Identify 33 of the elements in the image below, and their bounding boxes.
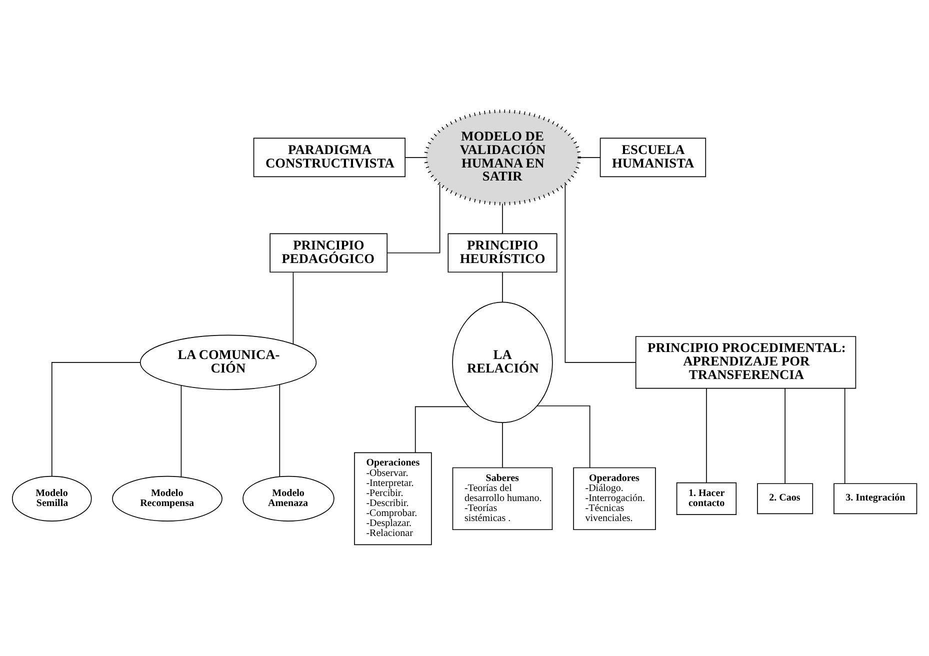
node-box: 2. Caos — [757, 483, 814, 514]
connector — [564, 184, 636, 363]
node-box: ESCUELA HUMANISTA — [600, 138, 706, 178]
connector — [502, 272, 503, 303]
connector — [292, 272, 294, 344]
node-ellipse: MODELO DE VALIDACIÓN HUMANA EN SATIR — [424, 110, 581, 206]
connector — [414, 406, 469, 454]
node-box: PRINCIPIO HEURÍSTICO — [448, 233, 558, 273]
node-box: Saberes -Teorías del desarrollo humano. -Teorías sistémicas . — [452, 467, 553, 530]
node-box: PRINCIPIO PROCEDIMENTAL: APRENDIZAJE POR TRANSFERENCIA — [635, 336, 856, 389]
connector — [502, 422, 503, 468]
connector — [784, 388, 786, 484]
connector — [536, 405, 590, 468]
node-ellipse: LA RELACIÓN — [452, 302, 553, 424]
node-ellipse: Modelo Semilla — [12, 476, 92, 522]
node-box: Operadores -Diálogo. -Interrogación. -Técnicas vivenciales. — [573, 467, 656, 530]
connector — [279, 384, 280, 477]
node-ellipse: Modelo Amenaza — [242, 476, 334, 522]
node-box: PRINCIPIO PEDAGÓGICO — [270, 233, 388, 273]
connector — [706, 388, 707, 484]
node-box: PARADIGMA CONSTRUCTIVISTA — [253, 138, 406, 178]
node-ellipse: LA COMUNICA- CIÓN — [140, 334, 317, 390]
connector — [386, 184, 440, 254]
connector — [404, 157, 426, 158]
connector — [180, 385, 182, 478]
node-ellipse: Modelo Recompensa — [112, 476, 222, 522]
connector — [579, 157, 600, 158]
node-box: 3. Integración — [834, 483, 918, 514]
connector — [51, 362, 140, 477]
connector — [844, 388, 846, 484]
node-box: 1. Hacer contacto — [676, 482, 737, 515]
connector — [502, 203, 503, 234]
node-box: Operaciones -Observar. -Interpretar. -Percibir. -Describir. -Comprobar. -Desplazar. -Relacionar — [354, 452, 432, 546]
